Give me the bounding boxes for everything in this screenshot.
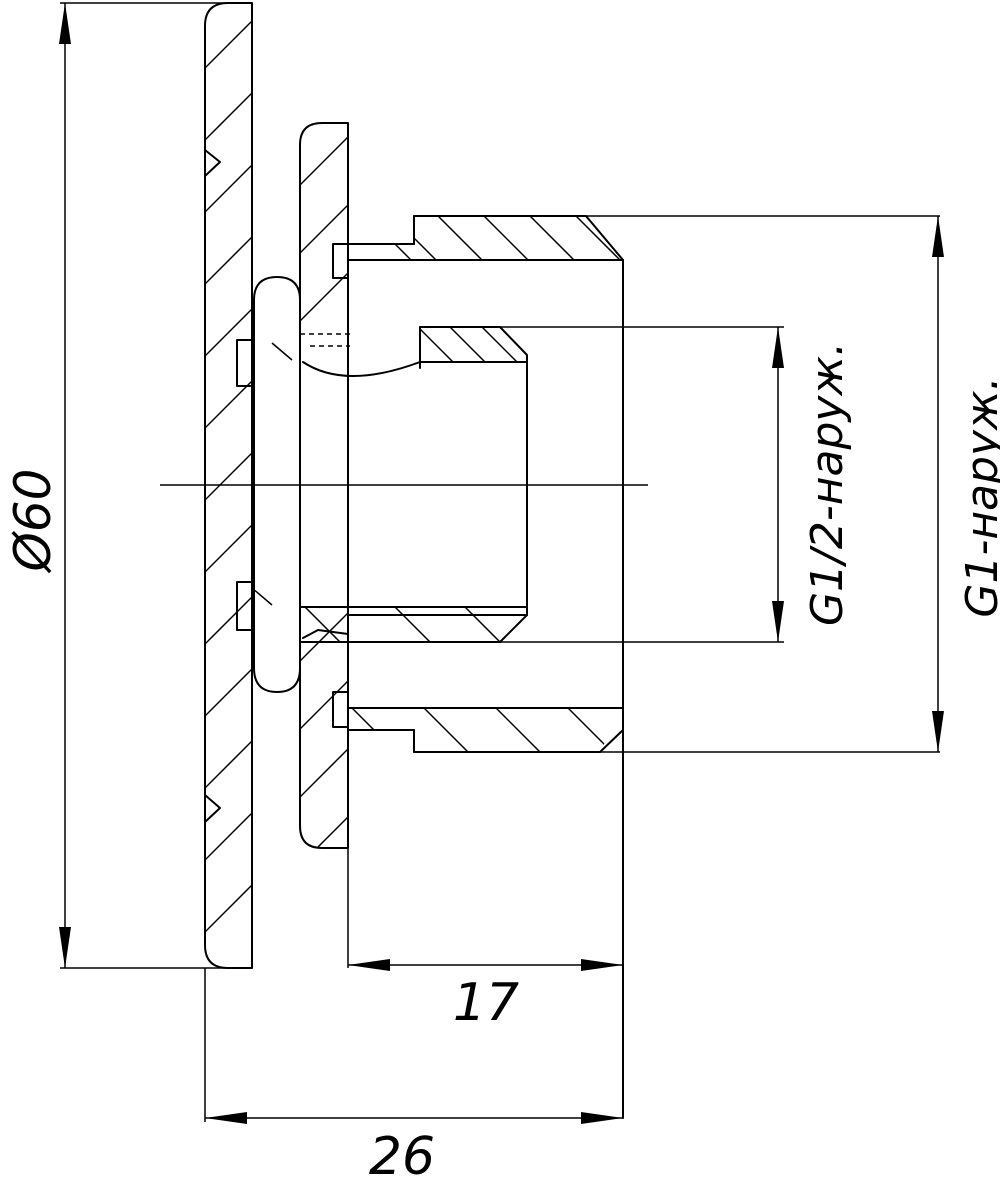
diameter-label: Ø60 [4,469,62,574]
gasket [253,276,301,693]
dimension-g-half: G1/2-наруж. [500,326,853,643]
thread-length-label: 17 [453,973,519,1033]
small-thread-label: G1/2-наруж. [802,342,853,626]
mounting-plate [299,122,349,849]
large-thread-label: G1-наруж. [957,376,1000,617]
dimension-thread-length: 17 [347,848,623,1033]
dimension-overall-length: 26 [204,968,623,1187]
flange-notch-bottom [204,794,221,823]
flange-hatching [205,20,252,933]
inner-top-hatching [420,327,518,362]
inner-bottom-hatching [304,607,501,642]
dimension-diameter: Ø60 [4,2,228,969]
plate-hatching [300,136,348,848]
flange [204,2,293,969]
overall-length-label: 26 [369,1127,435,1187]
plate-slot-top [332,243,349,279]
flange-notch-top [204,149,221,177]
plate-slot-bottom [332,691,349,728]
dimension-g-one: G1-наруж. [586,215,1000,753]
outer-top-hatching [414,216,621,260]
screw-head-top [236,339,253,387]
screw-head-bottom [236,581,253,631]
plate-outline [299,122,349,849]
